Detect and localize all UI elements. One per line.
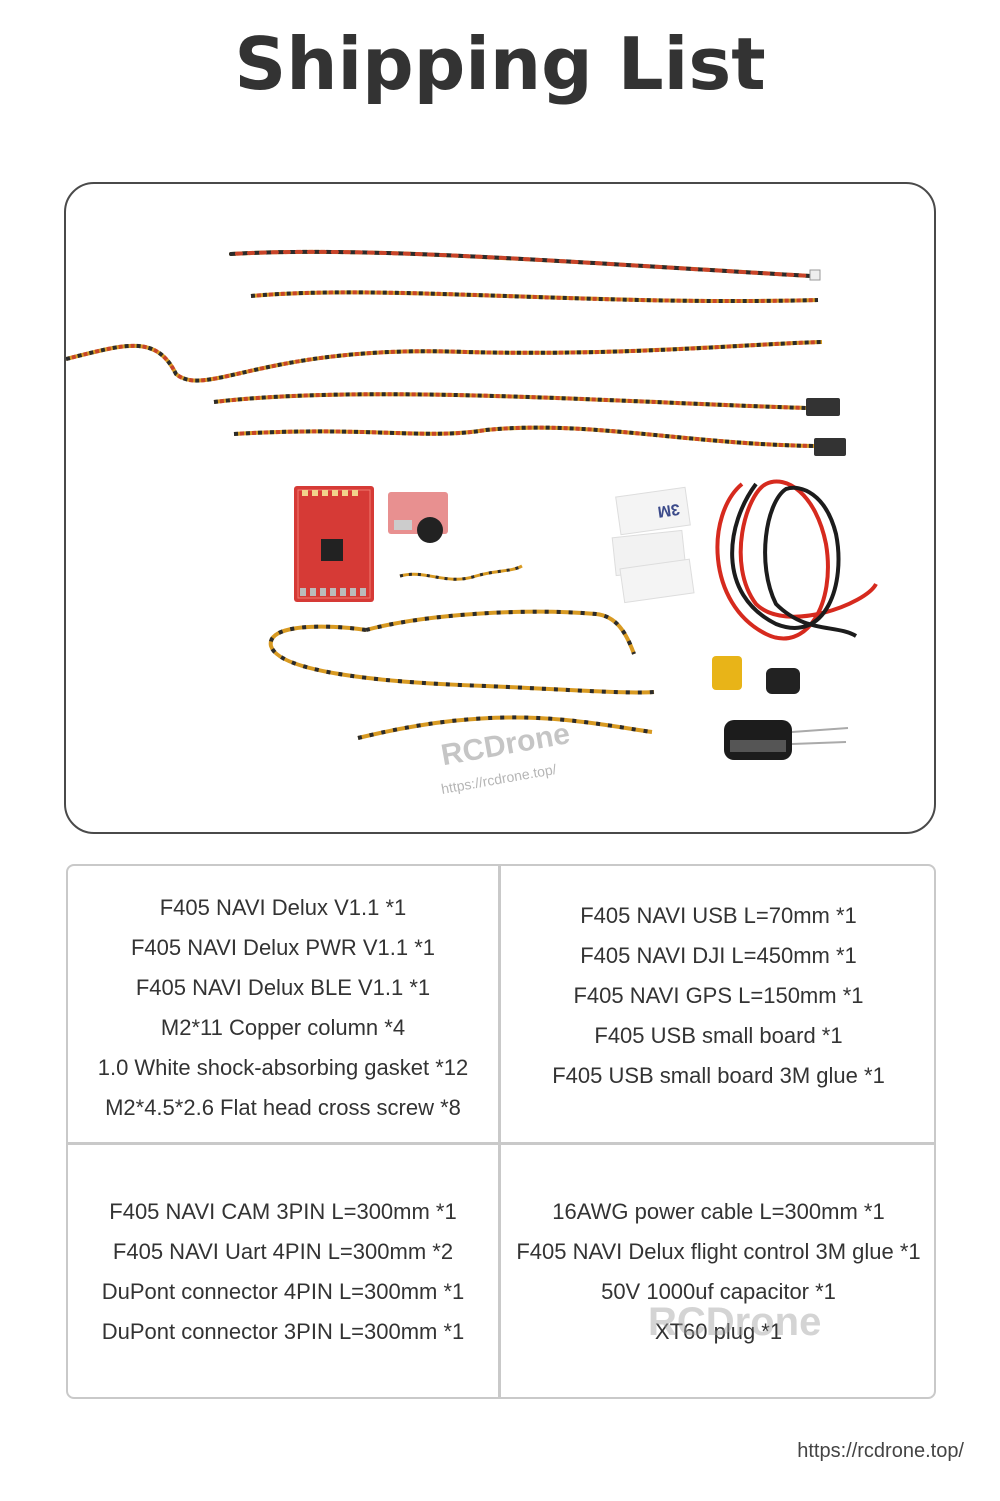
page-title: Shipping List — [234, 22, 766, 106]
product-photo: 3M RCD — [64, 182, 936, 834]
cable-2 — [250, 290, 819, 304]
list-item: 1.0 White shock-absorbing gasket *12 — [97, 1055, 469, 1080]
list-item: F405 NAVI Delux PWR V1.1 *1 — [130, 935, 436, 960]
list-item: F405 NAVI USB L=70mm *1 — [580, 903, 857, 928]
flight-controller-board — [294, 486, 374, 602]
table-cell-bottom-right: 16AWG power cable L=300mm *1 F405 NAVI D… — [501, 1145, 934, 1397]
table-cell-top-right: F405 NAVI USB L=70mm *1 F405 NAVI DJI L=… — [501, 874, 934, 1088]
footer-url: https://rcdrone.top/ — [797, 1440, 964, 1462]
cable-3 — [66, 340, 823, 383]
svg-text:3M: 3M — [656, 500, 680, 520]
list-item: XT60 plug *1 — [654, 1319, 783, 1344]
list-item: DuPont connector 3PIN L=300mm *1 — [101, 1319, 465, 1344]
list-item: 50V 1000uf capacitor *1 — [601, 1279, 836, 1304]
list-item: F405 NAVI Delux BLE V1.1 *1 — [135, 975, 431, 1000]
photo-watermark: RCDrone https://rcdrone.top/ — [439, 717, 573, 797]
product-photo-illustration: 3M RCD — [66, 249, 878, 797]
table-divider-horizontal — [68, 1142, 934, 1145]
usb-short-cable — [399, 564, 523, 581]
table-cell-bottom-left: F405 NAVI CAM 3PIN L=300mm *1 F405 NAVI … — [68, 1145, 498, 1397]
xt60-plug — [712, 656, 800, 694]
list-item: 16AWG power cable L=300mm *1 — [552, 1199, 885, 1224]
usb-small-board — [388, 492, 448, 543]
list-item: F405 NAVI DJI L=450mm *1 — [580, 943, 857, 968]
capacitor — [724, 720, 849, 760]
list-item: F405 USB small board *1 — [594, 1023, 843, 1048]
list-item: F405 NAVI Delux flight control 3M glue *… — [516, 1239, 921, 1264]
shipping-table: F405 NAVI Delux V1.1 *1 F405 NAVI Delux … — [66, 864, 936, 1399]
table-divider-vertical — [498, 866, 501, 1397]
list-item: M2*4.5*2.6 Flat head cross screw *8 — [105, 1095, 461, 1120]
list-item: F405 NAVI GPS L=150mm *1 — [573, 983, 864, 1008]
list-item: M2*11 Copper column *4 — [160, 1015, 406, 1040]
list-item: F405 NAVI Delux V1.1 *1 — [159, 895, 407, 920]
cable-5 — [233, 425, 846, 456]
uart-cable-short — [357, 715, 653, 740]
cable-1 — [229, 249, 821, 281]
cam-cable-loop — [268, 609, 655, 695]
power-cable-16awg — [715, 479, 878, 641]
list-item: F405 USB small board 3M glue *1 — [552, 1063, 885, 1088]
3m-tape-sheets: 3M — [611, 486, 695, 604]
list-item: F405 NAVI CAM 3PIN L=300mm *1 — [109, 1199, 457, 1224]
cable-4 — [213, 392, 840, 416]
list-item: F405 NAVI Uart 4PIN L=300mm *2 — [112, 1239, 454, 1264]
table-cell-top-left: F405 NAVI Delux V1.1 *1 F405 NAVI Delux … — [68, 874, 498, 1142]
list-item: DuPont connector 4PIN L=300mm *1 — [101, 1279, 465, 1304]
